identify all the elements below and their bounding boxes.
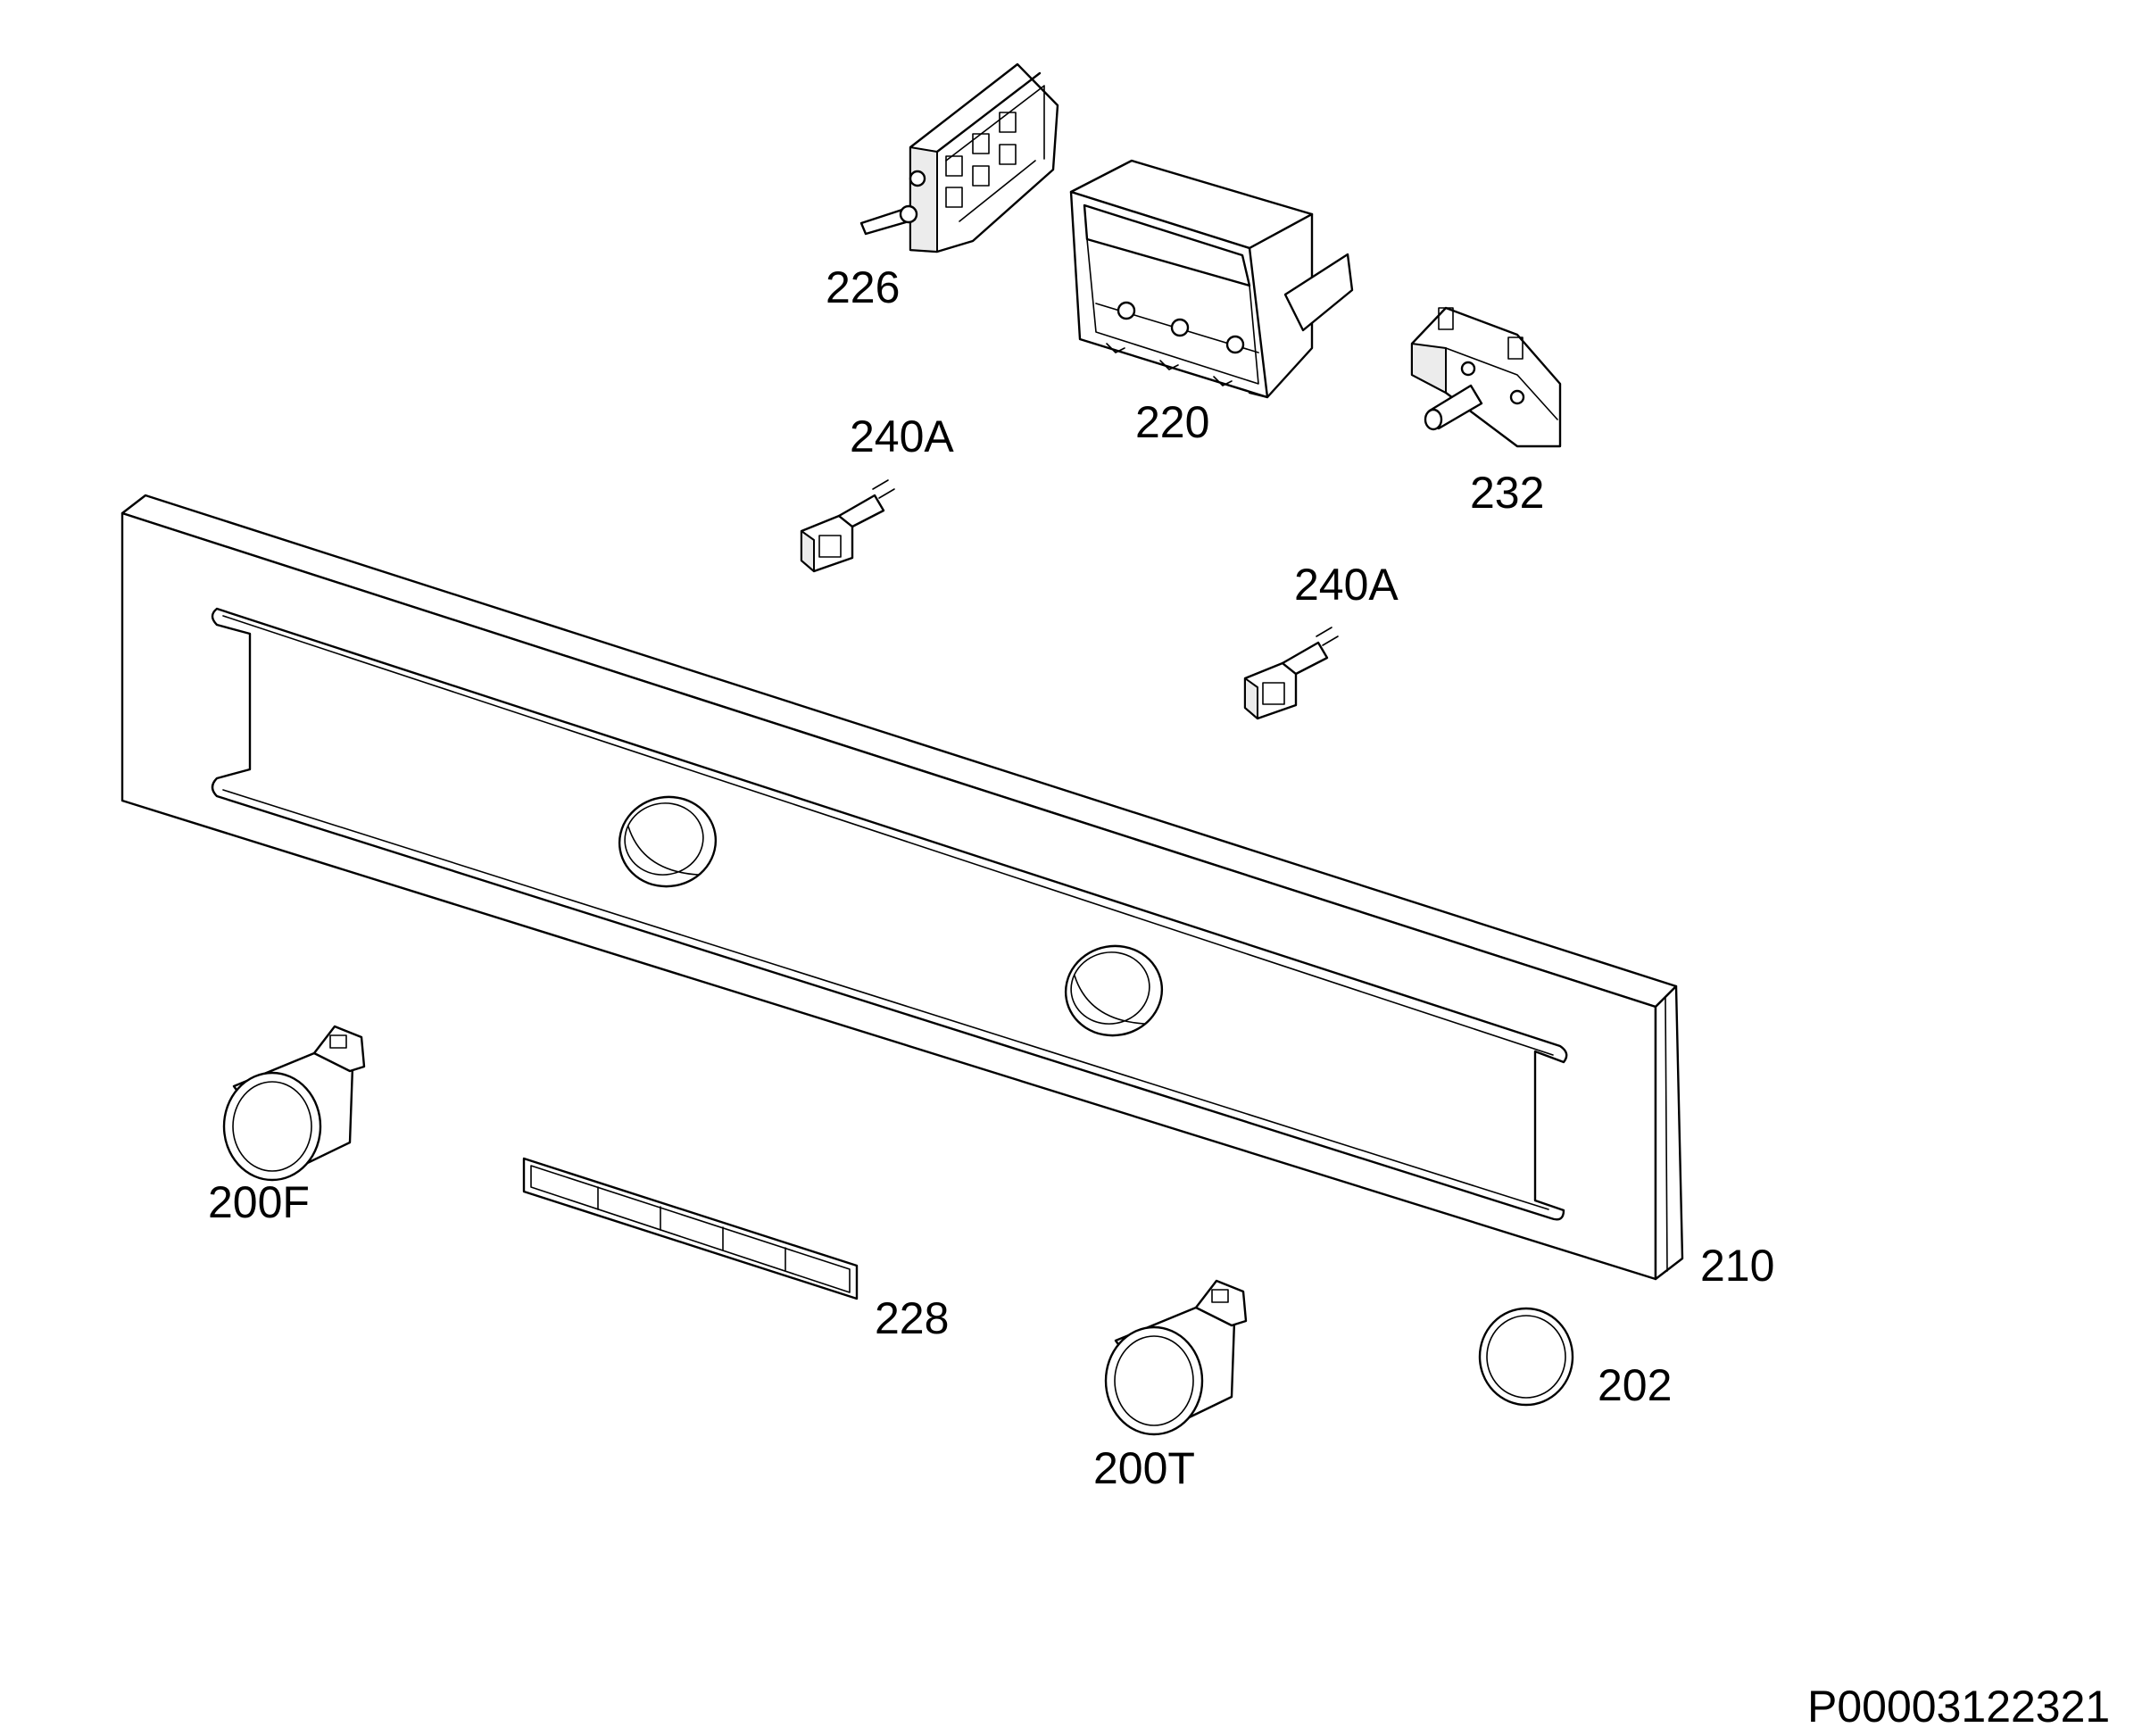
control-panel-fascia-210 <box>120 494 1684 1281</box>
function-knob-200f <box>222 1025 366 1182</box>
part-label-240a-top: 240A <box>850 411 954 461</box>
part-label-210: 210 <box>1700 1241 1775 1291</box>
part-label-226: 226 <box>826 262 901 312</box>
function-switch-226 <box>859 62 1059 253</box>
lamp-holder-240a-top <box>800 479 895 573</box>
part-label-232: 232 <box>1470 468 1545 518</box>
indicator-strip-228 <box>522 1157 859 1300</box>
part-label-228: 228 <box>875 1293 950 1343</box>
ring-202 <box>1478 1307 1574 1407</box>
part-label-200t: 200T <box>1093 1443 1195 1493</box>
thermostat-232 <box>1410 306 1562 448</box>
drawing-number: P00003122321 <box>1807 1682 2111 1732</box>
thermostat-knob-200t <box>1104 1279 1248 1436</box>
lamp-holder-240a-mid <box>1243 627 1339 720</box>
part-label-240a-mid: 240A <box>1294 560 1399 610</box>
part-label-200f: 200F <box>208 1177 310 1227</box>
part-label-220: 220 <box>1135 397 1210 447</box>
timer-module-220 <box>1069 159 1354 399</box>
part-label-202: 202 <box>1598 1360 1673 1410</box>
